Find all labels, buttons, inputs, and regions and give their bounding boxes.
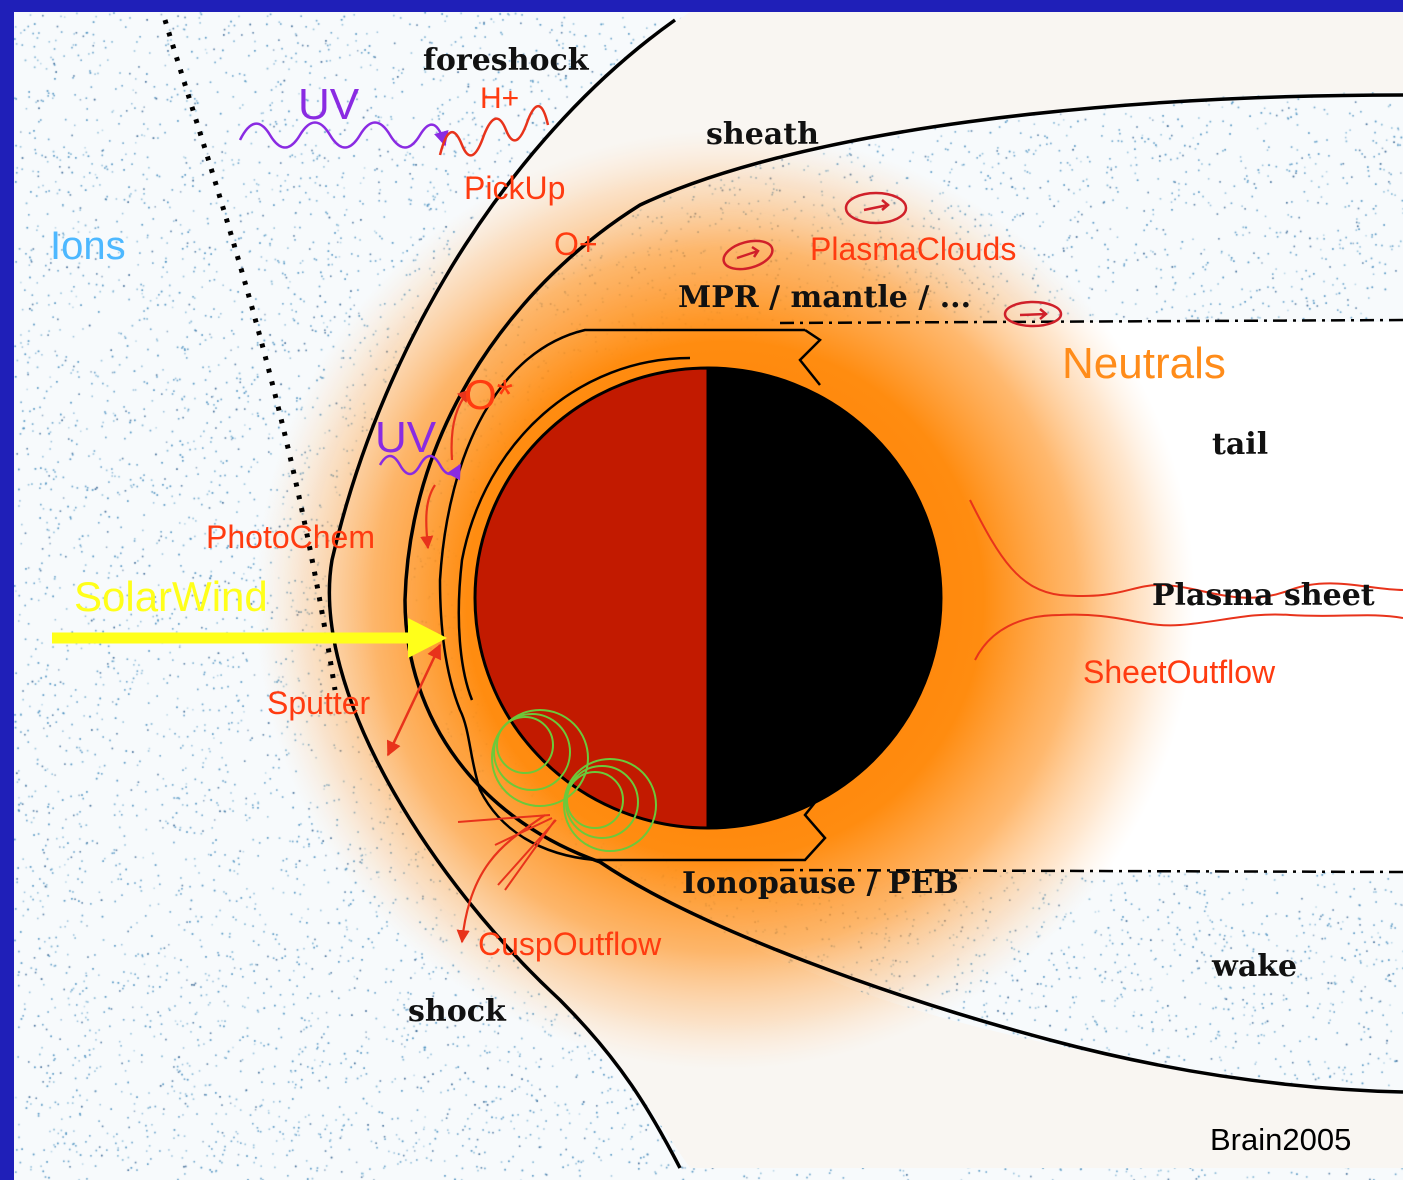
planet-dayside (473, 366, 710, 830)
h-plus-gyration (438, 105, 550, 157)
magnetosphere-diagram (52, 12, 1403, 1169)
sheet-outflow-lines (969, 499, 1403, 661)
sheath-label: sheath (706, 117, 819, 152)
solar-wind-arrow (52, 618, 447, 658)
o-star-label: O* (464, 371, 514, 418)
uv-wave-mid (378, 454, 462, 481)
uv-wave-top (238, 121, 449, 149)
h-plus-label: H+ (480, 82, 520, 115)
ions-label: Ions (50, 224, 126, 268)
ionopause-peb-label: Ionopause / PEB (682, 866, 959, 901)
cusp-outflow-arrow (456, 814, 546, 944)
uv-label-mid: UV (375, 413, 437, 462)
tail-boundary-top (779, 318, 1403, 325)
o-plus-label: O+ (554, 226, 598, 262)
ionosphere-inner-ring (457, 356, 691, 701)
bow-shock (327, 18, 682, 1169)
sputter-arrow (386, 643, 442, 757)
plasma-clouds-label: PlasmaClouds (810, 231, 1017, 267)
wake-label: wake (1212, 949, 1298, 984)
plasma-sheet-label: Plasma sheet (1152, 578, 1375, 613)
neutrals-label: Neutrals (1062, 339, 1226, 388)
tail-boundary-bottom (779, 868, 1403, 874)
o-star-arrow (450, 389, 471, 461)
foreshock-boundary (162, 19, 338, 691)
cusp-field-loops (491, 709, 657, 852)
sputter-label: Sputter (267, 685, 371, 721)
credit-label: Brain2005 (1210, 1122, 1352, 1157)
foreshock-label: foreshock (423, 43, 589, 78)
pickup-label: PickUp (464, 170, 566, 206)
ionopause-dayside-inner (798, 328, 822, 386)
photochem-label: PhotoChem (206, 519, 375, 555)
photochem-arrow (420, 484, 436, 550)
solar-wind-label: SolarWind (74, 573, 268, 620)
mpr-mantle-label: MPR / mantle / ... (678, 280, 972, 315)
uv-label-top: UV (298, 80, 360, 129)
diagram-frame: foreshock sheath MPR / mantle / ... tail… (14, 12, 1403, 1180)
planet-nightside (706, 366, 943, 830)
sheet-outflow-label: SheetOutflow (1083, 654, 1276, 690)
shock-label: shock (408, 994, 506, 1029)
ionopause-outline (438, 328, 827, 862)
cusp-outflow-rays (457, 814, 557, 891)
plasma-clouds (722, 191, 1063, 328)
tail-label: tail (1212, 427, 1269, 462)
cusp-outflow-label: CuspOutflow (478, 926, 662, 962)
